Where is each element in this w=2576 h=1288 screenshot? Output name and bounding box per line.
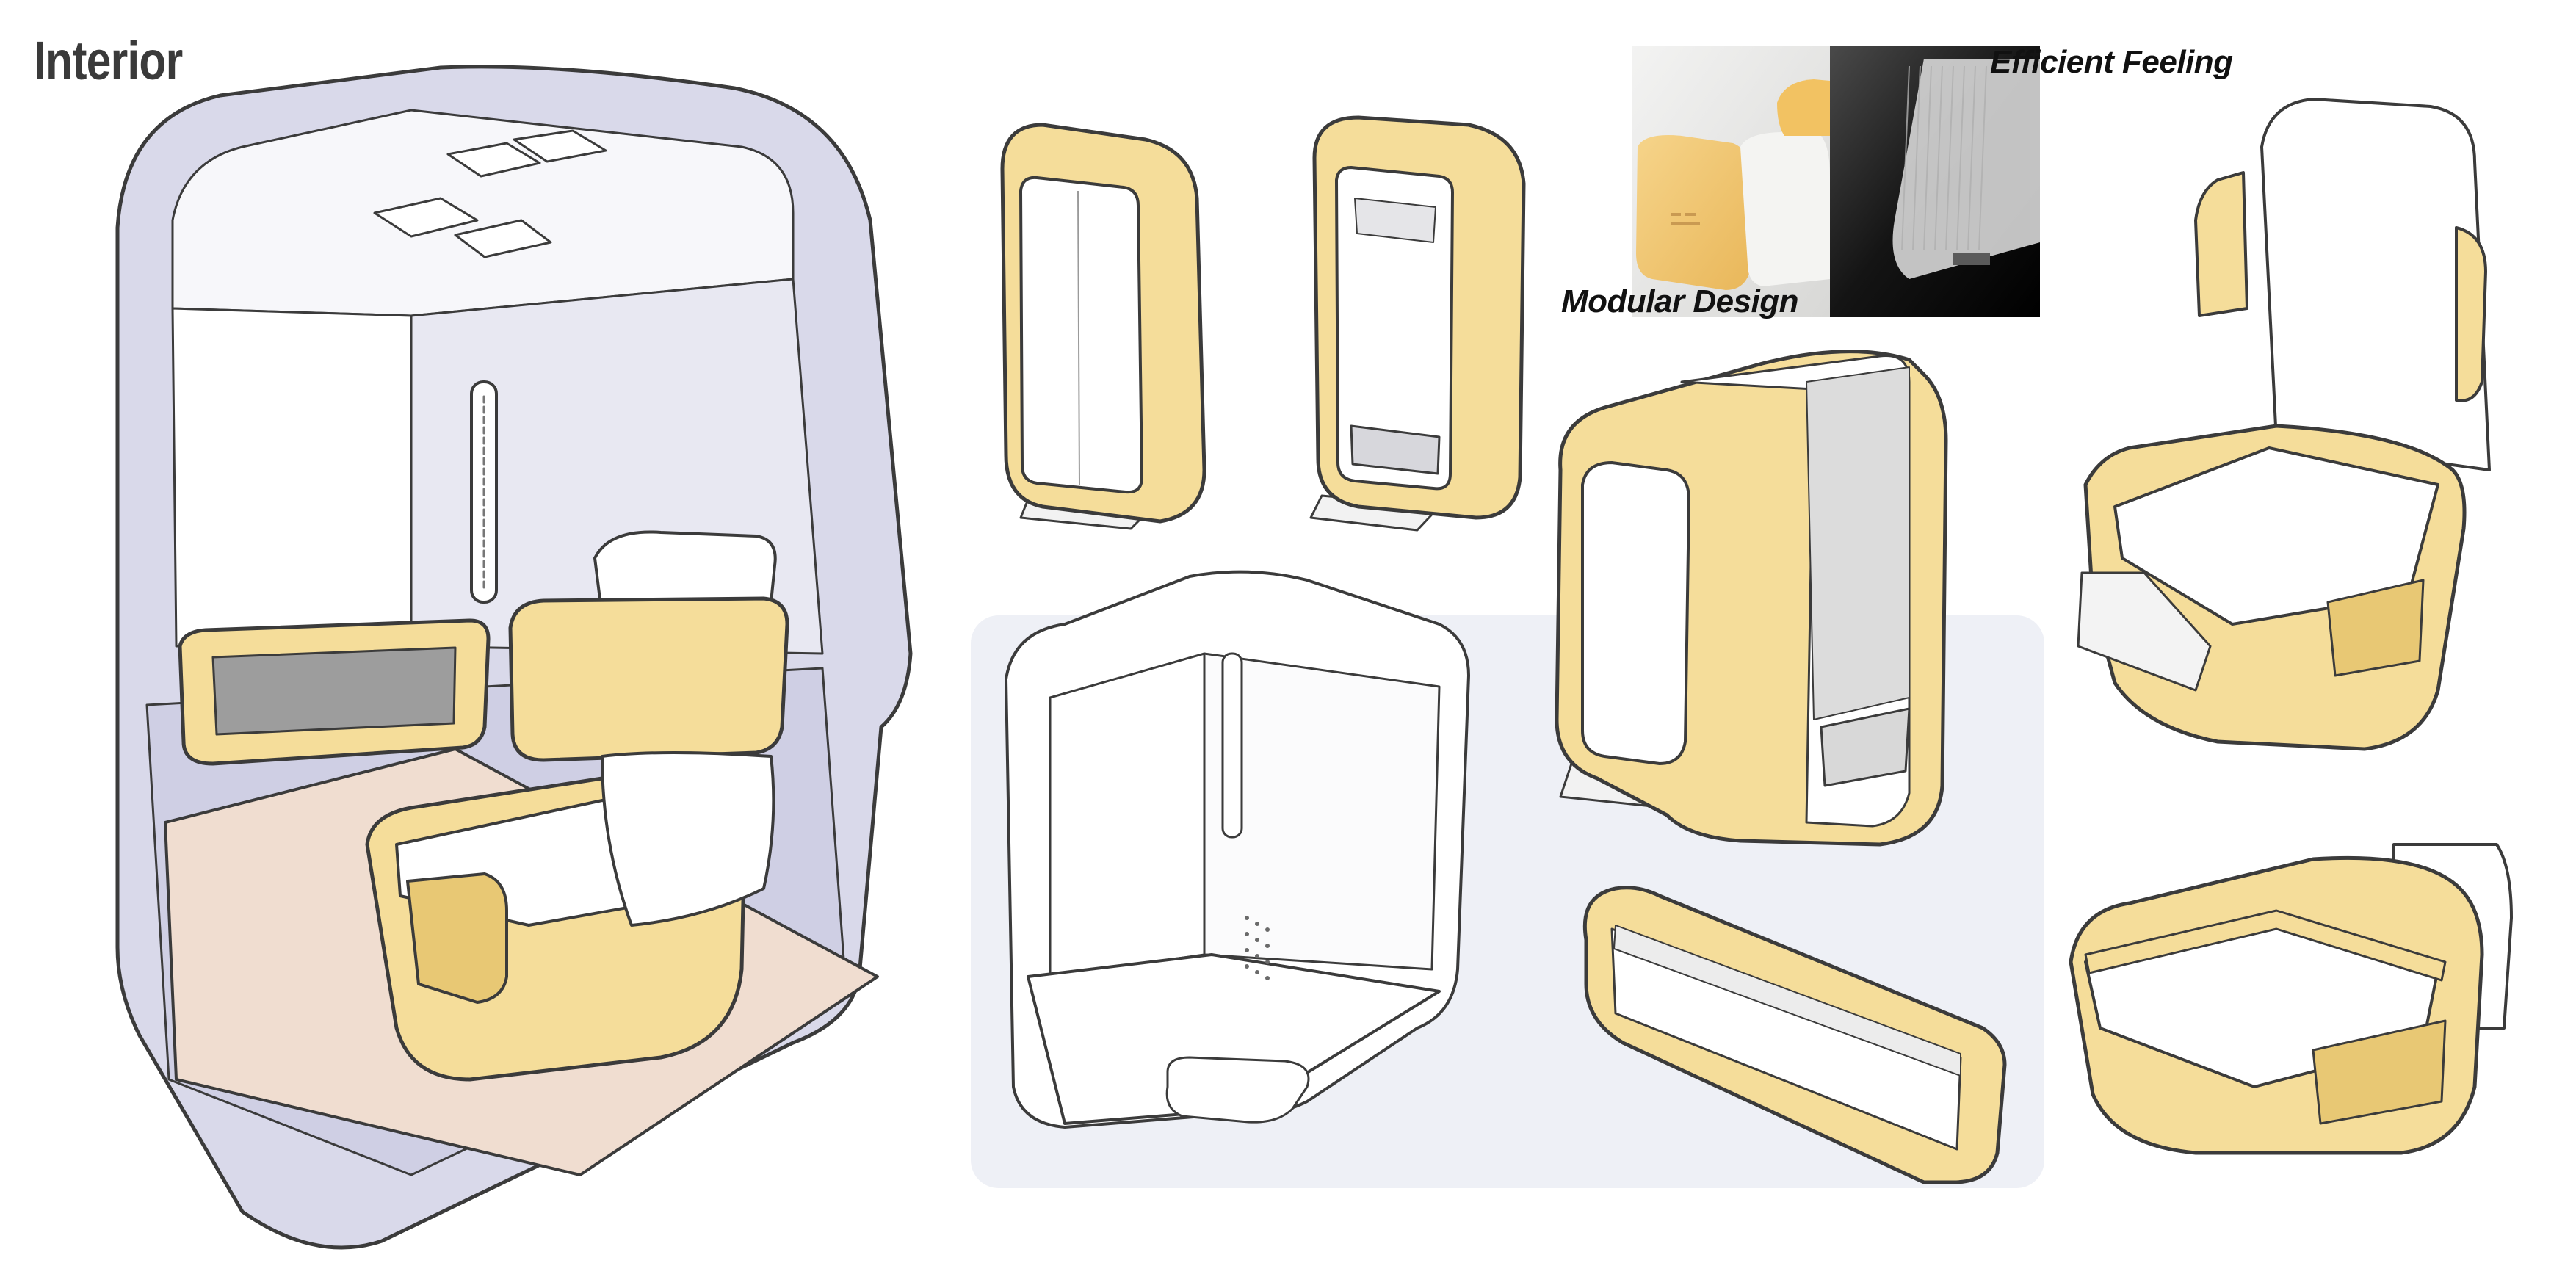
seat-bench-sketch xyxy=(1582,886,2007,1184)
compact-seat-module-sketch xyxy=(2069,843,2513,1155)
tall-pod-side-sketch xyxy=(1309,115,1526,532)
modular-design-photo xyxy=(1632,46,1830,317)
open-cabin-shell-sketch xyxy=(1005,570,1470,1129)
efficient-feeling-label: Efficient Feeling xyxy=(1990,44,2233,80)
modular-design-label: Modular Design xyxy=(1561,283,1799,319)
main-cabin-sketch xyxy=(115,65,913,1250)
pod-with-seat-sketch xyxy=(1555,350,1948,847)
efficient-feeling-photo xyxy=(1830,46,2040,317)
reclining-chair-sketch xyxy=(2077,98,2491,751)
page-title: Interior xyxy=(34,30,183,91)
tall-pod-front-sketch xyxy=(1000,123,1206,530)
